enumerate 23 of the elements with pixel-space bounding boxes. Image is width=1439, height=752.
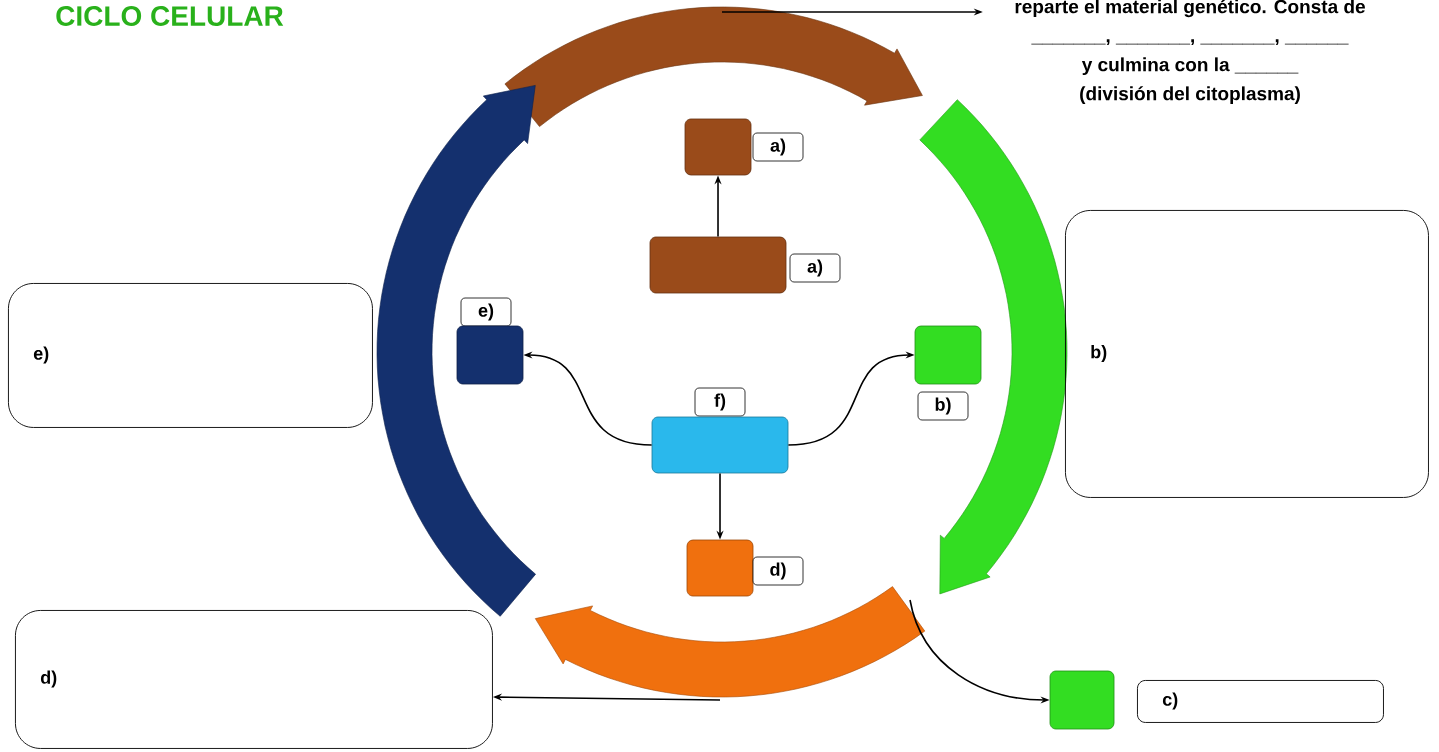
- colored-box: [686, 539, 754, 597]
- colored-box: [684, 118, 752, 176]
- curved-arrow: [504, 6, 923, 127]
- answer-box: e): [8, 283, 373, 428]
- curved-arrow: [919, 99, 1068, 595]
- label-box: e): [460, 297, 512, 327]
- label-box: d): [752, 556, 804, 586]
- colored-box: [456, 325, 524, 385]
- answer-box: c): [1137, 680, 1384, 723]
- label-box: f): [694, 387, 746, 417]
- label-box: a): [752, 132, 804, 162]
- answer-box: b): [1065, 210, 1429, 498]
- answer-box: d): [15, 610, 493, 749]
- curved-arrow: [535, 586, 926, 698]
- colored-box: [914, 325, 982, 385]
- label-box: b): [917, 391, 969, 421]
- colored-box: [649, 236, 787, 294]
- curved-arrow: [376, 85, 536, 617]
- instruction-text: reparte el material genético. Consta de _______, _______, _______, ______ y culmina con la ______ (división del citoplasma): [1015, 0, 1365, 105]
- colored-box: [1049, 670, 1115, 730]
- colored-box: [651, 416, 789, 474]
- label-box: a): [789, 253, 841, 283]
- title: CICLO CELULAR: [56, 6, 284, 26]
